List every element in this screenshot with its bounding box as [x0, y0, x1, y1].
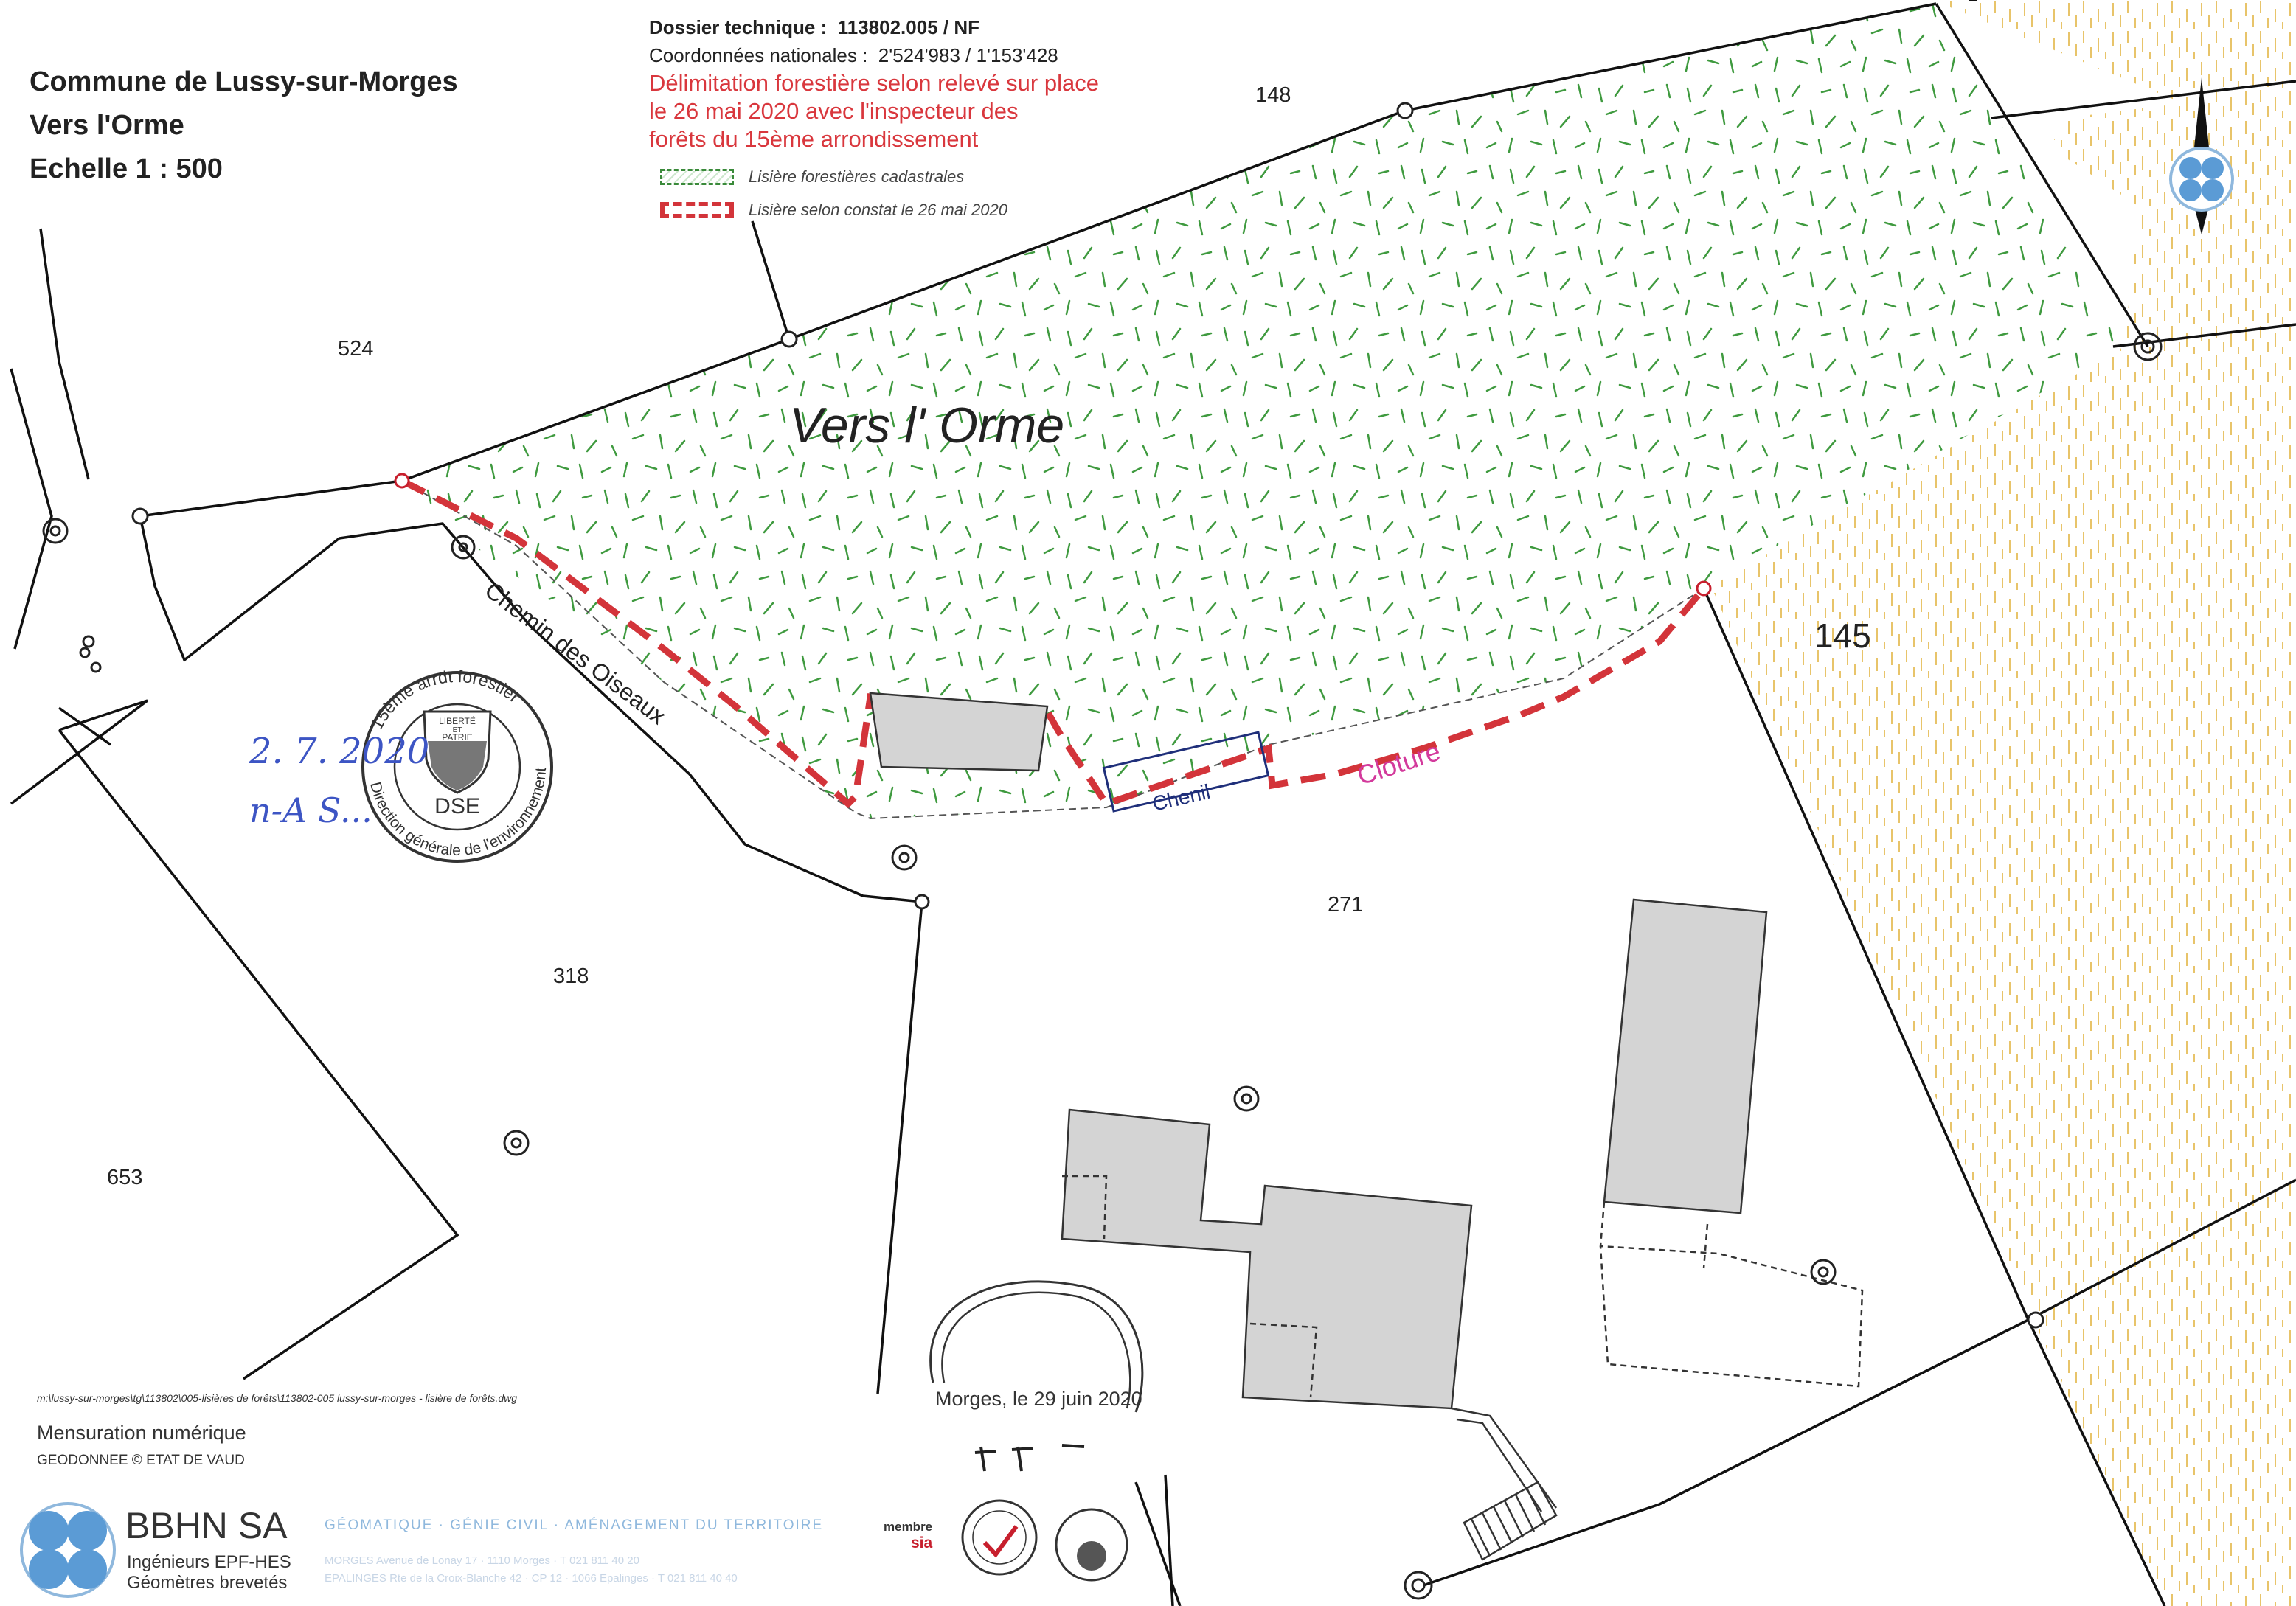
geometres-vaudois-seal [1055, 1508, 1128, 1582]
legend-label-verified: Lisière selon constat le 26 mai 2020 [749, 200, 1007, 219]
swiss-ts-seal [961, 1499, 1038, 1576]
parcel-145: 145 [1814, 616, 1871, 655]
stairs [1451, 1407, 1558, 1561]
buildings [869, 692, 1768, 1410]
company-sub2: Géomètres brevetés [127, 1573, 288, 1593]
geodonnee-label: GEODONNEE © ETAT DE VAUD [37, 1453, 245, 1468]
legend-label-cadastral: Lisière forestières cadastrales [749, 167, 965, 186]
note-line-3: forêts du 15ème arrondissement [649, 126, 979, 152]
mensuration-label: Mensuration numérique [37, 1422, 246, 1444]
note-line-2: le 26 mai 2020 avec l'inspecteur des [649, 98, 1019, 124]
coords-value: 2'524'983 / 1'153'428 [878, 44, 1058, 66]
company-addresses: MORGES Avenue de Lonay 17 · 1110 Morges … [325, 1552, 738, 1588]
verified-forest-edge [400, 477, 1707, 809]
sia-membership: membre sia [884, 1519, 932, 1552]
company-name: BBHN SA [125, 1505, 288, 1546]
official-stamp: 15ème arrdt forestier Direction générale… [249, 667, 553, 863]
survey-points [42, 332, 2163, 1600]
membre-label: membre [884, 1520, 933, 1534]
parcel-524: 524 [338, 337, 373, 361]
locality-title: Vers l'Orme [30, 110, 184, 141]
legend-swatch-verified [660, 201, 734, 218]
legend-swatch-cadastral [660, 168, 734, 185]
stamp-shield-mid: ET [453, 726, 462, 734]
address-epalinges: EPALINGES Rte de la Croix-Blanche 42 · C… [325, 1572, 738, 1585]
coords-label: Coordonnées nationales : [649, 44, 868, 66]
address-morges: MORGES Avenue de Lonay 17 · 1110 Morges … [325, 1554, 639, 1567]
bbhn-logo [20, 1502, 116, 1598]
company-subtitle: Ingénieurs EPF-HES Géomètres brevetés [127, 1552, 291, 1593]
map-header: Commune de Lussy-sur-Morges Vers l'Orme … [30, 60, 458, 191]
stamp-shield-top: LIBERTÉ [439, 715, 476, 726]
parcel-318: 318 [553, 964, 589, 988]
dossier-info: Dossier technique : 113802.005 / NF Coor… [649, 13, 1313, 153]
place-date: Morges, le 29 juin 2020 [935, 1388, 1142, 1410]
parcel-271: 271 [1328, 893, 1363, 917]
stamp-center: DSE [434, 794, 480, 818]
north-arrow-icon [2169, 77, 2234, 234]
legend-item-verified: Lisière selon constat le 26 mai 2020 [660, 193, 1007, 226]
cadastral-forest-edge [401, 480, 1704, 820]
boundary-markers [79, 102, 2044, 1329]
company-services: GÉOMATIQUE · GÉNIE CIVIL · AMÉNAGEMENT D… [325, 1518, 824, 1533]
dossier-label: Dossier technique : [649, 16, 828, 38]
scale-label: Echelle 1 : 500 [30, 153, 223, 184]
stamp-shield-bot: PATRIE [442, 732, 473, 743]
parcel-148: 148 [1255, 83, 1291, 107]
map-legend: Lisière forestières cadastrales Lisière … [660, 160, 1007, 226]
chenil-outline [1102, 731, 1270, 813]
dossier-value: 113802.005 / NF [837, 16, 979, 38]
forest-name-label: Vers l' Orme [789, 397, 1064, 453]
stamp-signature: n-A S... [249, 790, 372, 830]
signature-mark [974, 1444, 1085, 1472]
forest-area [402, 4, 2120, 818]
company-sub1: Ingénieurs EPF-HES [127, 1552, 291, 1572]
note-line-1: Délimitation forestière selon relevé sur… [649, 70, 1099, 96]
building-annex-outlines [1062, 1175, 1864, 1398]
agricultural-zone [1711, 0, 2296, 1606]
stamp-handwritten-date: 2. 7. 2020 [249, 731, 429, 772]
commune-title: Commune de Lussy-sur-Morges [30, 66, 458, 97]
parcel-653: 653 [107, 1166, 142, 1189]
cloture-label: Cloture [1353, 736, 1444, 791]
legend-item-cadastral: Lisière forestières cadastrales [660, 160, 1007, 193]
access-drive [929, 1280, 1144, 1413]
file-path: m:\lussy-sur-morges\tg\113802\005-lisièr… [37, 1392, 518, 1404]
sia-label: sia [910, 1534, 933, 1551]
